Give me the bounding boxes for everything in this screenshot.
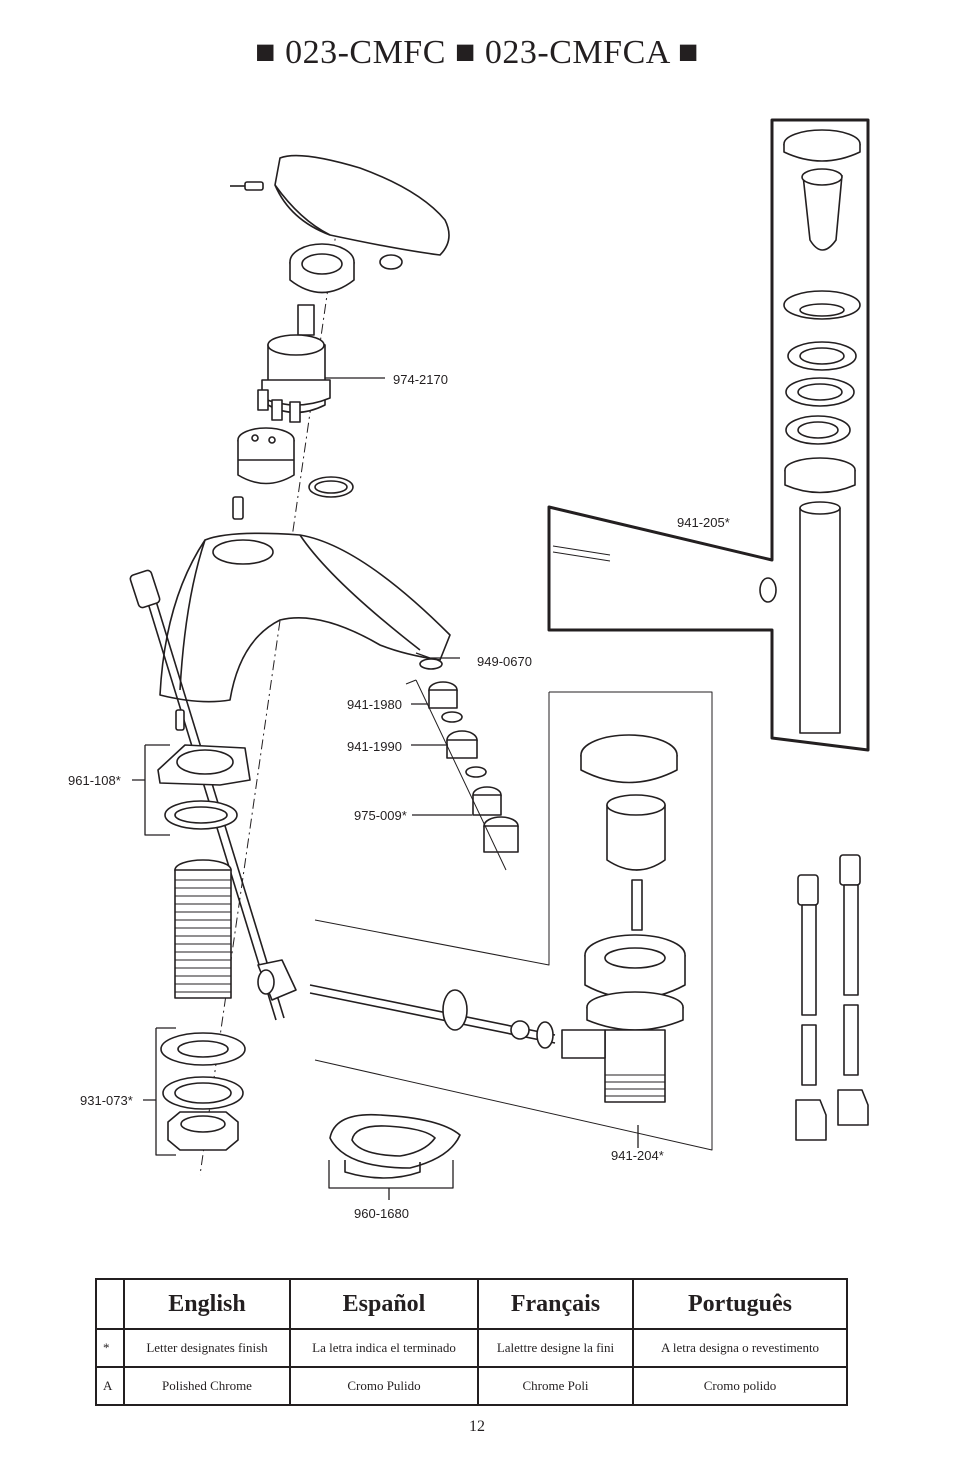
legend-header-english: English [123, 1278, 291, 1330]
page-title: ■ 023-CMFC ■ 023-CMFCA ■ [255, 34, 699, 71]
legend-header-blank [95, 1278, 125, 1330]
legend-cell-espanol: Cromo Pulido [289, 1366, 479, 1406]
legend-cell-english: Polished Chrome [123, 1366, 291, 1406]
legend-cell-portugues: A letra designa o revestimento [632, 1328, 848, 1368]
legend-cell-francais: Chrome Poli [477, 1366, 634, 1406]
mounting-gasket [329, 1113, 461, 1179]
label-960-1680: 960-1680 [354, 1206, 409, 1221]
table-row: A Polished Chrome Cromo Pulido Chrome Po… [95, 1366, 848, 1406]
label-941-205: 941-205* [677, 515, 730, 530]
aerator-parts [405, 658, 519, 871]
mounting-kit [160, 1032, 246, 1151]
handle-lever [274, 154, 450, 270]
cartridge-base [237, 427, 295, 485]
label-975-009: 975-009* [354, 808, 407, 823]
legend-cell-portugues: Cromo polido [632, 1366, 848, 1406]
supply-hoses [795, 854, 869, 1141]
table-row: * Letter designates finish La letra indi… [95, 1328, 848, 1368]
tailpiece-inset [547, 118, 870, 752]
cap-nut [289, 243, 355, 294]
label-974-2170: 974-2170 [393, 372, 448, 387]
cartridge [257, 304, 331, 423]
exploded-parts-diagram: 974-2170 941-205* 949-0670 941-1980 941-… [68, 118, 870, 1221]
legend-code: * [95, 1328, 125, 1368]
threaded-shank [174, 859, 232, 999]
drain-inset [309, 691, 713, 1151]
base-plate [157, 709, 251, 830]
legend-header-portugues: Português [632, 1278, 848, 1330]
legend-header-espanol: Español [289, 1278, 479, 1330]
label-949-0670: 949-0670 [477, 654, 532, 669]
label-941-1980: 941-1980 [347, 697, 402, 712]
page-number: 12 [469, 1418, 485, 1435]
label-961-108: 961-108* [68, 773, 121, 788]
faucet-body [159, 532, 451, 703]
rod-clip [257, 959, 297, 1001]
legend-cell-francais: Lalettre designe la fini [477, 1328, 634, 1368]
legend-header-francais: Français [477, 1278, 634, 1330]
screw [232, 496, 244, 520]
finish-legend-table: English Español Français Português * Let… [95, 1278, 848, 1406]
legend-cell-english: Letter designates finish [123, 1328, 291, 1368]
legend-header-row: English Español Français Português [95, 1278, 848, 1330]
legend-code: A [95, 1366, 125, 1406]
legend-cell-espanol: La letra indica el terminado [289, 1328, 479, 1368]
label-941-1990: 941-1990 [347, 739, 402, 754]
label-931-073: 931-073* [80, 1093, 133, 1108]
label-941-204: 941-204* [611, 1148, 664, 1163]
set-screw [230, 181, 264, 191]
